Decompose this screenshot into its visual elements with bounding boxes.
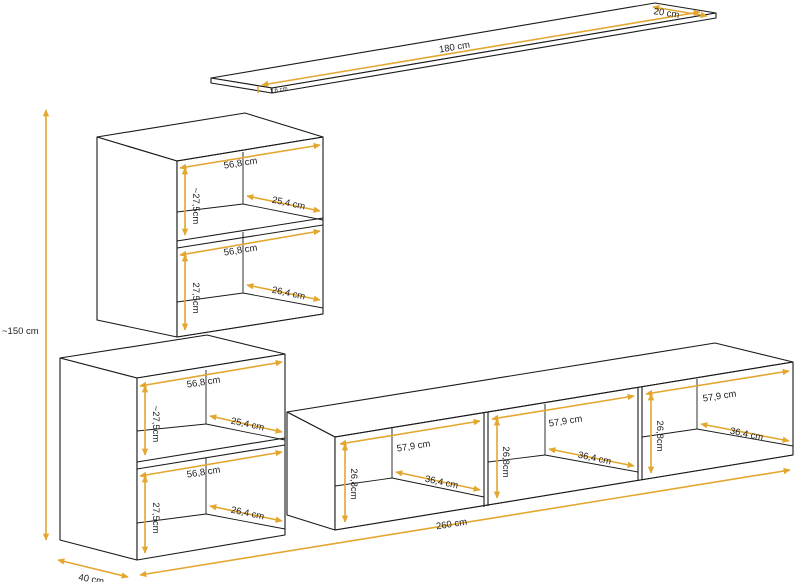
shelf-length-line <box>261 9 701 88</box>
upper-cabinet-top-height-label: ~27,5cm <box>190 188 201 225</box>
upper-cabinet-bottom-width-label: 56,8 cm <box>223 242 258 258</box>
lower-cabinet-bottom-height-label: 27,5cm <box>150 502 161 533</box>
total-width-line <box>139 467 791 578</box>
tv-left-height-label: 26,8cm <box>348 468 359 499</box>
shelf-thickness-label: 1,6 cm <box>269 86 288 95</box>
tv-middle-height-label: 26,8cm <box>500 446 511 477</box>
tv-right-height-label: 26,8cm <box>654 420 665 451</box>
total-height-label: ~150 cm <box>2 326 39 337</box>
total-width-label: 260 cm <box>435 517 468 533</box>
upper-cabinet <box>96 112 324 338</box>
upper-cabinet-top-width-label: 56,8 cm <box>223 155 258 171</box>
lower-cabinet-top-height-label: ~27,5cm <box>150 406 161 443</box>
depth-line <box>57 558 129 579</box>
shelf-depth-label: 20 cm <box>653 6 680 21</box>
upper-cabinet-bottom-height-label: 27,5cm <box>190 282 201 313</box>
shelf-length-label: 180 cm <box>438 40 471 56</box>
wall-shelf <box>210 2 717 94</box>
tv-board <box>286 342 794 531</box>
tv-right-width-label: 57,9 cm <box>702 388 737 404</box>
tv-left-width-label: 57,9 cm <box>396 438 431 454</box>
shelf-depth-line <box>652 4 708 19</box>
lower-cabinet-top-width-label: 56,8 cm <box>186 374 221 390</box>
depth-label: 40 cm <box>77 572 104 582</box>
tv-middle-width-label: 57,9 cm <box>548 413 583 429</box>
lower-cabinet <box>59 334 286 561</box>
